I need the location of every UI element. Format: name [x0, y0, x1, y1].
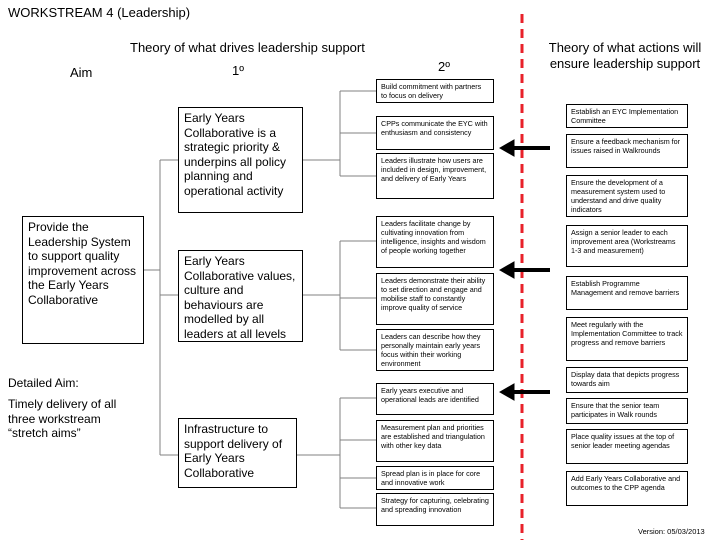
- action-box: Ensure the development of a measurement …: [566, 175, 688, 217]
- secondary-driver-box: Strategy for capturing, celebrating and …: [376, 493, 494, 526]
- aim-box: Provide the Leadership System to support…: [22, 216, 144, 344]
- primary-driver-box: Early Years Collaborative is a strategic…: [178, 107, 303, 213]
- secondary-driver-box: Leaders facilitate change by cultivating…: [376, 216, 494, 268]
- action-box: Establish an EYC Implementation Committe…: [566, 104, 688, 128]
- header-primary: 1º: [232, 63, 244, 78]
- header-theory-drives: Theory of what drives leadership support: [130, 40, 365, 55]
- primary-driver-box: Infrastructure to support delivery of Ea…: [178, 418, 297, 488]
- detailed-aim-label: Detailed Aim:: [8, 376, 79, 390]
- secondary-driver-box: Build commitment with partners to focus …: [376, 79, 494, 103]
- action-box: Ensure that the senior team participates…: [566, 398, 688, 424]
- header-aim: Aim: [70, 65, 93, 80]
- detailed-aim-text: Timely delivery of all three workstream …: [8, 397, 117, 440]
- secondary-driver-box: Leaders demonstrate their ability to set…: [376, 273, 494, 325]
- header-theory-actions: Theory of what actions will ensure leade…: [548, 40, 702, 71]
- secondary-driver-box: CPPs communicate the EYC with enthusiasm…: [376, 116, 494, 150]
- version-label: Version: 05/03/2013: [638, 527, 705, 536]
- action-box: Add Early Years Collaborative and outcom…: [566, 471, 688, 506]
- action-box: Assign a senior leader to each improveme…: [566, 225, 688, 267]
- action-box: Ensure a feedback mechanism for issues r…: [566, 134, 688, 168]
- secondary-driver-box: Measurement plan and priorities are esta…: [376, 420, 494, 462]
- primary-driver-box: Early Years Collaborative values, cultur…: [178, 250, 303, 342]
- action-box: Establish Programme Management and remov…: [566, 276, 688, 310]
- header-secondary: 2º: [438, 59, 450, 74]
- secondary-driver-box: Early years executive and operational le…: [376, 383, 494, 415]
- action-box: Place quality issues at the top of senio…: [566, 429, 688, 464]
- page-title: WORKSTREAM 4 (Leadership): [8, 5, 191, 20]
- action-box: Meet regularly with the Implementation C…: [566, 317, 688, 361]
- secondary-driver-box: Leaders illustrate how users are include…: [376, 153, 494, 199]
- secondary-driver-box: Leaders can describe how they personally…: [376, 329, 494, 371]
- secondary-driver-box: Spread plan is in place for core and inn…: [376, 466, 494, 490]
- action-box: Display data that depicts progress towar…: [566, 367, 688, 393]
